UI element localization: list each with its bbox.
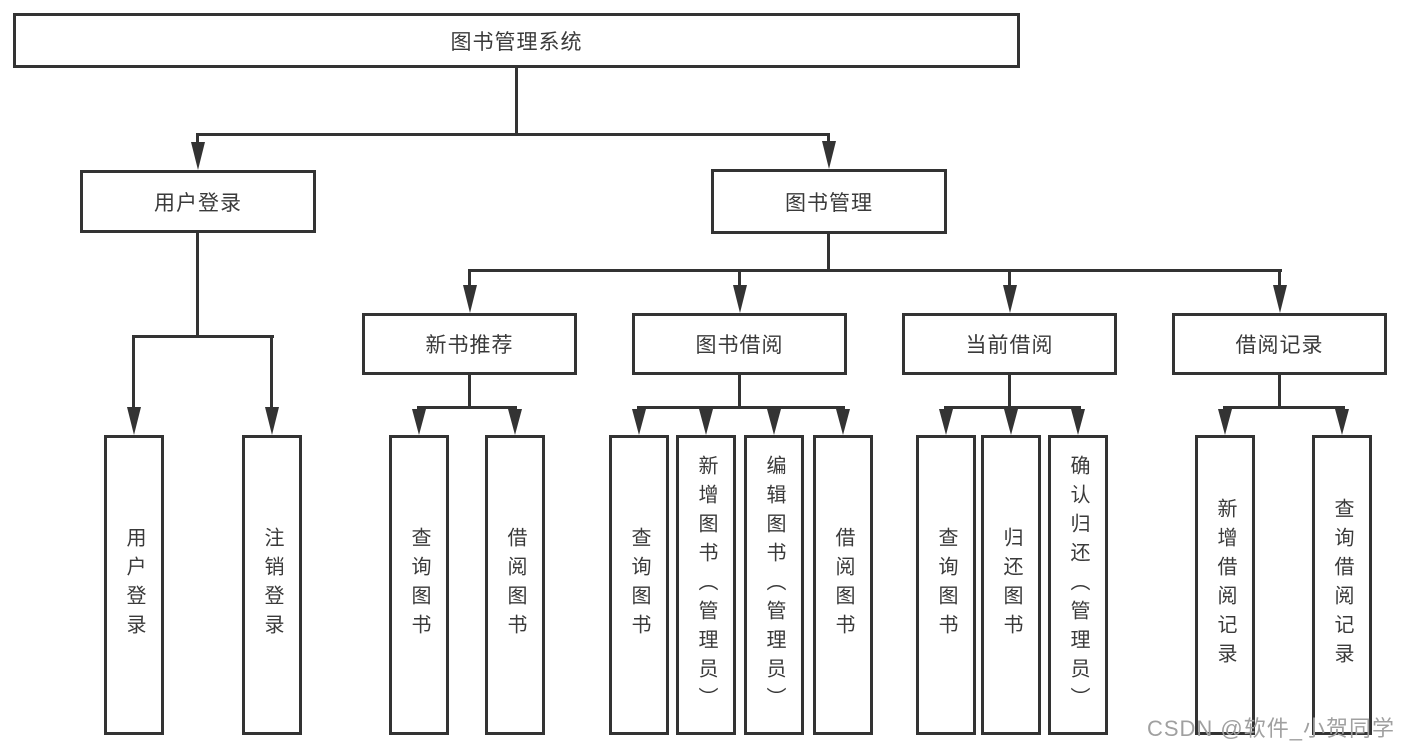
- node-new-book-recommend: 新书推荐: [362, 313, 577, 375]
- arrowhead-query-book-a: [412, 409, 426, 435]
- connector-new-book-stem: [468, 375, 471, 408]
- node-book-management: 图书管理: [711, 169, 947, 234]
- connector-current-borrow-arrow-stem: [1008, 271, 1011, 287]
- connector-new-book-arrow-stem: [468, 271, 471, 287]
- connector-login-leaf-stem: [132, 337, 135, 409]
- leaf-confirm-return-admin: 确认归还（管理员）: [1048, 435, 1108, 735]
- connector-user-login-arrow-stem: [196, 135, 199, 145]
- leaf-borrow-book-a: 借阅图书: [485, 435, 545, 735]
- leaf-add-book-admin: 新增图书（管理员）: [676, 435, 736, 735]
- connector-logout-leaf-stem: [270, 337, 273, 409]
- connector-root-stem: [515, 68, 518, 135]
- node-borrow-records: 借阅记录: [1172, 313, 1387, 375]
- arrowhead-current-borrow: [1003, 285, 1017, 313]
- arrowhead-user-login: [191, 142, 205, 170]
- connector-book-mgmt-arrow-stem: [827, 135, 830, 145]
- arrowhead-edit-book: [767, 409, 781, 435]
- arrowhead-logout-leaf: [265, 407, 279, 435]
- leaf-edit-book-admin: 编辑图书（管理员）: [744, 435, 804, 735]
- connector-level3-splitter: [468, 269, 1282, 272]
- csdn-watermark: CSDN @软件_小贺同学: [1146, 716, 1395, 741]
- leaf-query-book-c: 查询图书: [916, 435, 976, 735]
- arrowhead-new-book: [463, 285, 477, 313]
- leaf-query-book-b: 查询图书: [609, 435, 669, 735]
- arrowhead-confirm-return: [1071, 409, 1085, 435]
- connector-borrow-records-arrow-stem: [1278, 271, 1281, 287]
- arrowhead-login-leaf: [127, 407, 141, 435]
- connector-book-mgmt-stem: [827, 234, 830, 271]
- leaf-add-borrow-record: 新增借阅记录: [1195, 435, 1255, 735]
- arrowhead-return-book: [1004, 409, 1018, 435]
- connector-book-borrow-arrow-stem: [738, 271, 741, 287]
- node-current-borrow: 当前借阅: [902, 313, 1117, 375]
- node-user-login: 用户登录: [80, 170, 316, 233]
- node-root-library-system: 图书管理系统: [13, 13, 1020, 68]
- connector-current-borrow-leaf-splitter: [944, 406, 1081, 409]
- leaf-logout: 注销登录: [242, 435, 302, 735]
- connector-borrow-records-leaf-splitter: [1223, 406, 1345, 409]
- arrowhead-book-borrow: [733, 285, 747, 313]
- arrowhead-add-borrow-record: [1218, 409, 1232, 435]
- leaf-query-book-a: 查询图书: [389, 435, 449, 735]
- arrowhead-add-book: [699, 409, 713, 435]
- arrowhead-borrow-book-b: [836, 409, 850, 435]
- arrowhead-query-book-c: [939, 409, 953, 435]
- connector-current-borrow-stem: [1008, 375, 1011, 408]
- arrowhead-borrow-records: [1273, 285, 1287, 313]
- connector-user-login-splitter: [132, 335, 274, 338]
- leaf-borrow-book-b: 借阅图书: [813, 435, 873, 735]
- connector-book-borrow-leaf-splitter: [637, 406, 845, 409]
- connector-borrow-records-stem: [1278, 375, 1281, 408]
- arrowhead-borrow-book-a: [508, 409, 522, 435]
- leaf-query-borrow-record: 查询借阅记录: [1312, 435, 1372, 735]
- arrowhead-query-borrow-record: [1335, 409, 1349, 435]
- connector-new-book-leaf-splitter: [417, 406, 517, 409]
- connector-book-borrow-stem: [738, 375, 741, 408]
- node-book-borrow: 图书借阅: [632, 313, 847, 375]
- arrowhead-query-book-b: [632, 409, 646, 435]
- connector-level2-splitter: [196, 133, 830, 136]
- connector-user-login-stem: [196, 233, 199, 337]
- leaf-return-book: 归还图书: [981, 435, 1041, 735]
- arrowhead-book-mgmt: [822, 141, 836, 169]
- leaf-user-login: 用户登录: [104, 435, 164, 735]
